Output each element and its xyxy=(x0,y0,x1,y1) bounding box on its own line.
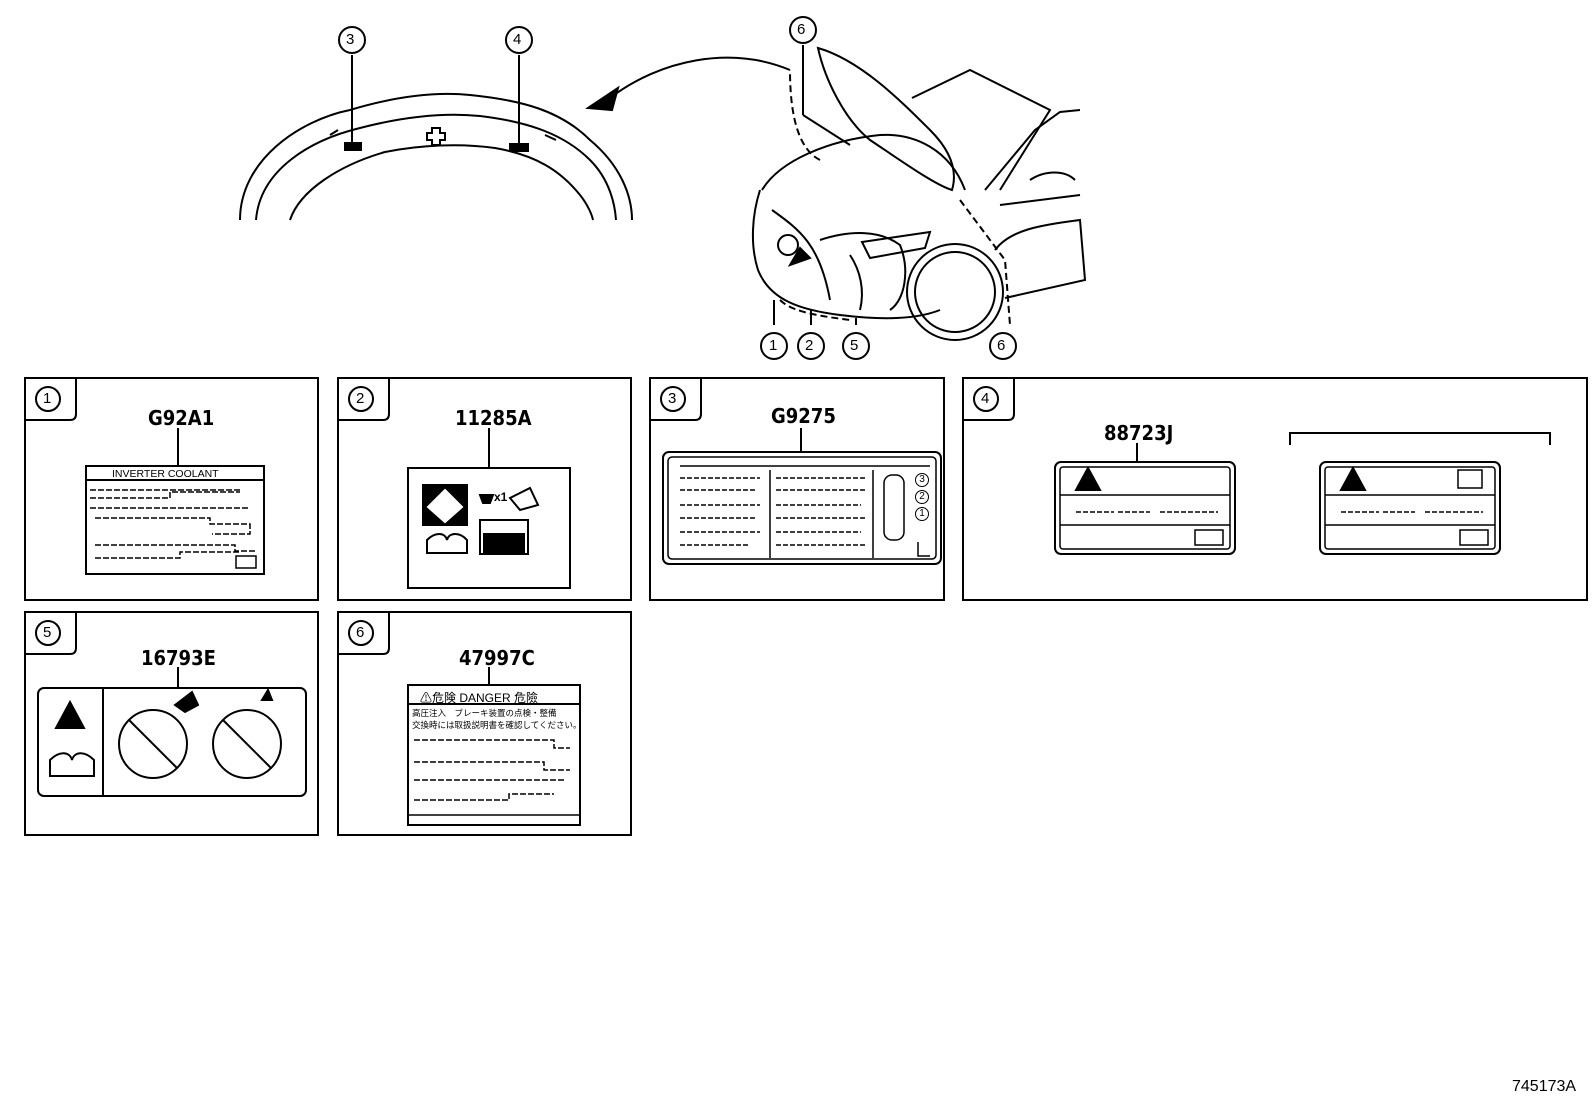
callout-6-bottom-label: 6 xyxy=(997,337,1006,354)
label-3-drawing xyxy=(662,428,942,565)
panel-5-index: 5 xyxy=(43,624,52,641)
panel-6-frame xyxy=(337,611,632,836)
panel-4-part-number: 88723J xyxy=(1104,421,1174,445)
label-5-drawing xyxy=(37,667,307,797)
panel-2-frame xyxy=(337,377,632,601)
hood-underside-drawing xyxy=(239,55,633,221)
label-1-drawing xyxy=(85,428,265,575)
callout-2-label: 2 xyxy=(805,337,814,354)
callout-4-label: 4 xyxy=(513,31,522,48)
callout-circle-6-top xyxy=(789,16,817,44)
callout-5-label: 5 xyxy=(850,337,859,354)
curved-arrow xyxy=(585,56,791,112)
callout-1-label: 1 xyxy=(769,337,778,354)
panel-3-part-number: G9275 xyxy=(771,404,836,428)
callout-circle-2 xyxy=(797,332,825,360)
car-front-drawing xyxy=(751,45,1087,341)
figure-reference: 745173A xyxy=(1512,1078,1577,1095)
label-6-line-2: 交換時には取扱説明書を確認してください。 xyxy=(412,721,582,731)
callout-6-top-label: 6 xyxy=(797,21,806,38)
hood-emblem xyxy=(426,127,446,146)
callout-circle-4 xyxy=(505,26,533,54)
label-3-circle-3: 3 xyxy=(915,473,929,487)
panel-2-index: 2 xyxy=(356,390,365,407)
panel-1-index: 1 xyxy=(43,390,52,407)
callout-circle-3 xyxy=(338,26,366,54)
panel-5-frame xyxy=(24,611,319,836)
panel-2-part-number: 11285A xyxy=(455,406,532,430)
callout-circle-6-bottom xyxy=(989,332,1017,360)
callout-circle-5 xyxy=(842,332,870,360)
callout-3-label: 3 xyxy=(346,31,355,48)
label-6-line-1: 高圧注入 ブレーキ装置の点検・整備 xyxy=(412,709,557,719)
panel-3-frame xyxy=(649,377,945,601)
panel-1-part-number: G92A1 xyxy=(148,406,215,430)
panel-4-frame xyxy=(962,377,1588,601)
panel-1-frame xyxy=(24,377,319,601)
label-4-drawing xyxy=(1054,432,1551,555)
panel-4-index: 4 xyxy=(981,390,990,407)
label-2-quantity: x1 xyxy=(494,490,508,504)
panel-6-index: 6 xyxy=(356,624,365,641)
label-3-circle-2: 2 xyxy=(915,490,929,504)
callout-circle-1 xyxy=(760,332,788,360)
panel-6-part-number: 47997C xyxy=(459,646,535,670)
label-6-drawing xyxy=(407,667,581,826)
label-3-circle-1: 1 xyxy=(915,507,929,521)
panel-5-part-number: 16793E xyxy=(141,646,216,670)
panel-tabs xyxy=(25,378,1015,655)
label-6-header: ⚠危険 DANGER 危險 xyxy=(420,691,539,705)
label-1-title: INVERTER COOLANT xyxy=(112,468,219,480)
panel-3-index: 3 xyxy=(668,390,677,407)
label-2-drawing xyxy=(407,428,571,589)
